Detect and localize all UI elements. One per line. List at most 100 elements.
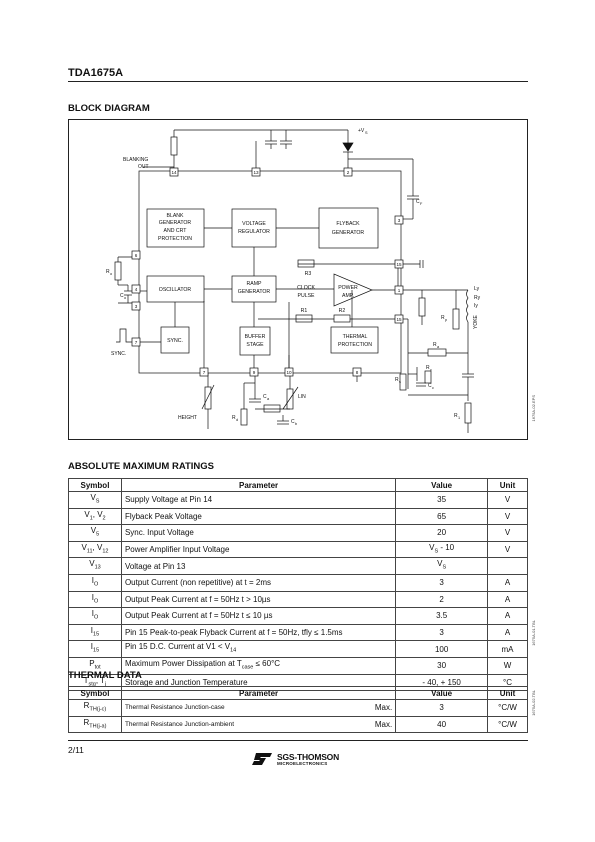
col-header: Symbol	[68, 478, 122, 492]
symbol-sub: O	[93, 598, 99, 605]
diagram-label: Ry	[474, 295, 481, 301]
block-text: REGULATOR	[238, 229, 270, 235]
value-cell: 30	[395, 656, 489, 675]
pin-label: 2	[347, 170, 350, 175]
diagram-label: C	[428, 383, 432, 389]
block-text: SYNC.	[167, 338, 183, 344]
diagram-label: SYNC.	[111, 351, 126, 357]
parameter-cell: Maximum Power Dissipation at Tcase ≤ 60°…	[120, 656, 397, 675]
diagram-label: R2	[339, 308, 346, 314]
symbol-text: V	[90, 526, 97, 536]
symbol-sub: 5	[96, 531, 100, 538]
symbol-sub: O	[93, 581, 99, 588]
block-text: PROTECTION	[338, 342, 372, 348]
value-cell: 3	[395, 573, 489, 592]
pin-label: 13	[253, 170, 259, 175]
parameter-cell: Output Current (non repetitive) at t = 2…	[120, 573, 397, 592]
symbol-cell: IO	[68, 607, 122, 625]
parameter-cell: Output Peak Current at f = 50Hz t ≤ 10 µ…	[120, 607, 397, 625]
parameter-cell: Pin 15 Peak-to-peak Flyback Current at f…	[120, 623, 397, 642]
qualifier-cell: Max.	[328, 699, 397, 717]
parameter-text: Voltage at Pin 13	[124, 561, 186, 571]
block-text: GENERATOR	[159, 220, 192, 226]
diagram-label: R1	[301, 308, 308, 314]
value-sub: S	[434, 548, 439, 555]
pin-label: 3	[398, 218, 401, 223]
value-cell: 35	[395, 491, 489, 509]
symbol-cell: I15	[68, 640, 122, 658]
flyback-generator-block	[318, 207, 379, 249]
symbol-sub: 11	[86, 548, 93, 555]
diagram-label: Ly	[474, 286, 480, 292]
diagram-label: BLANKING	[123, 157, 148, 163]
parameter-cell: Flyback Peak Voltage	[120, 507, 397, 526]
block-text: BUFFER	[245, 334, 266, 340]
symbol-sub: j	[105, 681, 107, 688]
header-rule	[68, 81, 528, 82]
symbol-text: V	[84, 509, 90, 519]
unit-cell: V	[487, 507, 528, 526]
symbol-text: I	[90, 625, 94, 635]
parameter-text: Output Peak Current at f = 50Hz t ≤ 10 µ…	[124, 611, 273, 621]
unit-cell	[487, 557, 528, 575]
symbol-sub: 2	[102, 515, 106, 522]
symbol-cell: VS	[68, 491, 122, 509]
diagram-label: c	[432, 386, 434, 390]
diagram-label: C	[263, 394, 267, 400]
voltage-regulator-block	[231, 208, 277, 248]
value-text: 3	[439, 578, 444, 588]
abs-max-heading: ABSOLUTE MAXIMUM RATINGS	[68, 461, 215, 472]
block-diagram-heading: BLOCK DIAGRAM	[68, 103, 150, 114]
symbol-sub: tot	[94, 664, 101, 671]
power-amp-symbol	[333, 273, 373, 307]
block-text: POWER	[338, 285, 358, 291]
diagram-label: C	[291, 419, 295, 425]
diagram-label: R	[433, 342, 437, 348]
diagram-label: F	[420, 202, 423, 206]
col-header: Unit	[487, 686, 528, 700]
value-cell: 3.5	[395, 607, 489, 625]
symbol-text: V	[81, 542, 87, 552]
diagram-label: a	[267, 397, 270, 401]
symbol-text: I	[91, 592, 94, 602]
symbol-text: , V	[92, 509, 103, 519]
value-sub: S	[442, 564, 447, 571]
pin-label: 7	[203, 370, 206, 375]
value-cell: 100	[395, 640, 489, 658]
unit-cell: A	[487, 607, 528, 625]
symbol-sub: O	[93, 614, 99, 621]
resistor-r2	[333, 314, 351, 323]
symbol-text: V	[89, 559, 95, 569]
col-header: Parameter	[120, 478, 397, 492]
value-cell: 20	[395, 524, 489, 542]
col-header: Parameter	[120, 686, 397, 700]
symbol-text: I	[90, 642, 94, 652]
diagram-label: d	[236, 418, 238, 422]
pin-label: 15	[396, 262, 402, 267]
diagram-label: +V	[358, 128, 365, 134]
parameter-text: Pin 15 Peak-to-peak Flyback Current at f…	[124, 628, 343, 638]
symbol-text: R	[83, 701, 90, 710]
symbol-sub: TH(j-a)	[89, 723, 107, 730]
symbol-text: , V	[92, 542, 103, 552]
brand-name: SGS-THOMSON	[277, 752, 340, 762]
symbol-cell: I15	[68, 623, 122, 642]
diagram-label: R	[232, 415, 236, 421]
value-cell: 40	[395, 715, 489, 734]
diagram-label: HEIGHT	[178, 415, 197, 421]
block-text: OSCILLATOR	[159, 287, 192, 293]
symbol-text: , T	[95, 675, 106, 685]
symbol-sub: 12	[102, 548, 109, 555]
thermal-code: 1675A-02.TBL	[531, 690, 536, 716]
symbol-sub: S	[95, 498, 100, 505]
pin-label: 1	[398, 288, 401, 293]
diagram-label: o	[124, 296, 126, 300]
diagram-label: o	[110, 272, 112, 276]
resistor-r3	[297, 259, 315, 268]
thermal-heading: THERMAL DATA	[68, 670, 142, 681]
block-text: BLANK	[166, 213, 184, 219]
diagram-label: Iy	[474, 303, 478, 309]
